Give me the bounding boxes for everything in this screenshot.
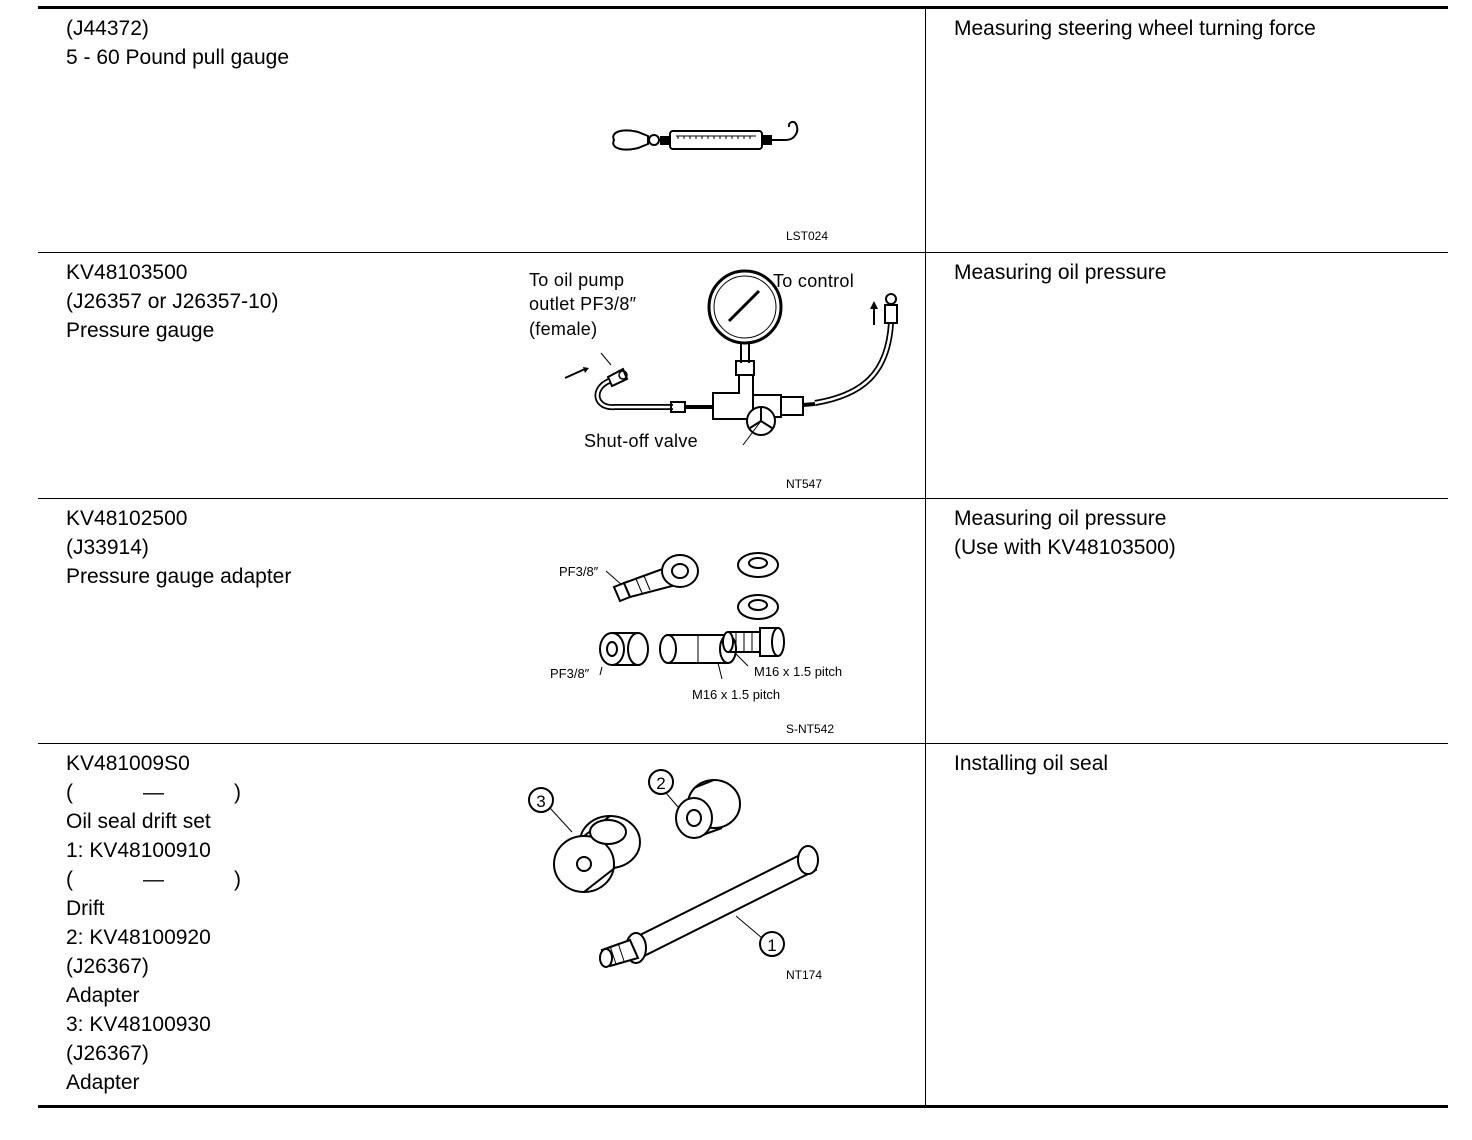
- figure-label: To control: [773, 271, 855, 291]
- figure-label: PF3/8″: [550, 666, 590, 681]
- figure-code: S-NT542: [786, 722, 835, 736]
- tool-line: Pressure gauge adapter: [66, 565, 292, 588]
- callout-3: 3: [536, 792, 545, 811]
- tool-line: Adapter: [66, 1071, 140, 1094]
- figure-label: M16 x 1.5 pitch: [754, 664, 843, 679]
- column-divider: [925, 9, 926, 1105]
- tool-line: Adapter: [66, 984, 140, 1007]
- description-line: Measuring oil pressure: [954, 507, 1167, 530]
- tool-line: Drift: [66, 897, 105, 920]
- tool-line: KV48103500: [66, 261, 188, 284]
- pull-gauge-icon: [608, 114, 808, 169]
- table-row: KV481009S0 ( — ) Oil seal drift set 1: K…: [38, 744, 1448, 1105]
- table-row: (J44372) 5 - 60 Pound pull gauge LST024 …: [38, 9, 1448, 253]
- figure-code: NT547: [786, 477, 823, 491]
- row-divider: [38, 252, 1448, 253]
- tool-line: Pressure gauge: [66, 319, 215, 342]
- gauge-adapter-icon: [598, 549, 798, 684]
- table-row: KV48102500 (J33914) Pressure gauge adapt…: [38, 499, 1448, 743]
- table-top-rule: [38, 6, 1448, 9]
- oil-seal-drift-icon: 3 2: [526, 762, 819, 977]
- tool-line: KV481009S0: [66, 752, 190, 775]
- figure-label: outlet PF3/8″: [529, 294, 637, 314]
- tool-line: ( — ): [66, 781, 242, 804]
- tool-line: (J26367): [66, 1042, 149, 1065]
- table-row: KV48103500 (J26357 or J26357-10) Pressur…: [38, 253, 1448, 498]
- figure-label: PF3/8″: [559, 564, 599, 579]
- description-cell: Measuring steering wheel turning force: [954, 14, 1316, 43]
- figure-label: Shut-off valve: [584, 431, 698, 451]
- tool-line: 2: KV48100920: [66, 926, 211, 949]
- description-cell: Installing oil seal: [954, 749, 1108, 778]
- tool-line: 3: KV48100930: [66, 1013, 211, 1036]
- description-line: (Use with KV48103500): [954, 536, 1176, 559]
- tool-number-cell: (J44372) 5 - 60 Pound pull gauge: [66, 14, 289, 72]
- threaded-adapter-icon: [720, 626, 790, 671]
- tool-line: (J26367): [66, 955, 149, 978]
- figure-label: M16 x 1.5 pitch: [692, 687, 781, 702]
- callout-1: 1: [767, 936, 776, 955]
- special-tools-table: (J44372) 5 - 60 Pound pull gauge LST024 …: [38, 6, 1448, 1108]
- tool-line: 5 - 60 Pound pull gauge: [66, 46, 290, 69]
- tool-line: (J44372): [66, 17, 149, 40]
- tool-number-cell: KV48103500 (J26357 or J26357-10) Pressur…: [66, 258, 278, 345]
- description-cell: Measuring oil pressure: [954, 258, 1166, 287]
- tool-line: 1: KV48100910: [66, 839, 211, 862]
- description-cell: Measuring oil pressure (Use with KV48103…: [954, 504, 1176, 562]
- figure-label: To oil pump: [529, 270, 625, 290]
- tool-line: (J26357 or J26357-10): [66, 290, 279, 313]
- tool-line: KV48102500: [66, 507, 188, 530]
- figure-code: NT174: [786, 968, 823, 982]
- table-bottom-rule: [38, 1105, 1448, 1108]
- description-line: Measuring steering wheel turning force: [954, 17, 1316, 40]
- row-divider: [38, 743, 1448, 744]
- tool-line: ( — ): [66, 868, 242, 891]
- tool-line: (J33914): [66, 536, 149, 559]
- row-divider: [38, 498, 1448, 499]
- figure-code: LST024: [786, 229, 829, 243]
- figure-label: (female): [529, 319, 598, 339]
- tool-line: Oil seal drift set: [66, 810, 211, 833]
- callout-2: 2: [656, 774, 665, 793]
- tool-number-cell: KV481009S0 ( — ) Oil seal drift set 1: K…: [66, 749, 241, 1097]
- tool-number-cell: KV48102500 (J33914) Pressure gauge adapt…: [66, 504, 291, 591]
- description-line: Measuring oil pressure: [954, 261, 1167, 284]
- description-line: Installing oil seal: [954, 752, 1109, 775]
- pressure-gauge-icon: [553, 269, 898, 446]
